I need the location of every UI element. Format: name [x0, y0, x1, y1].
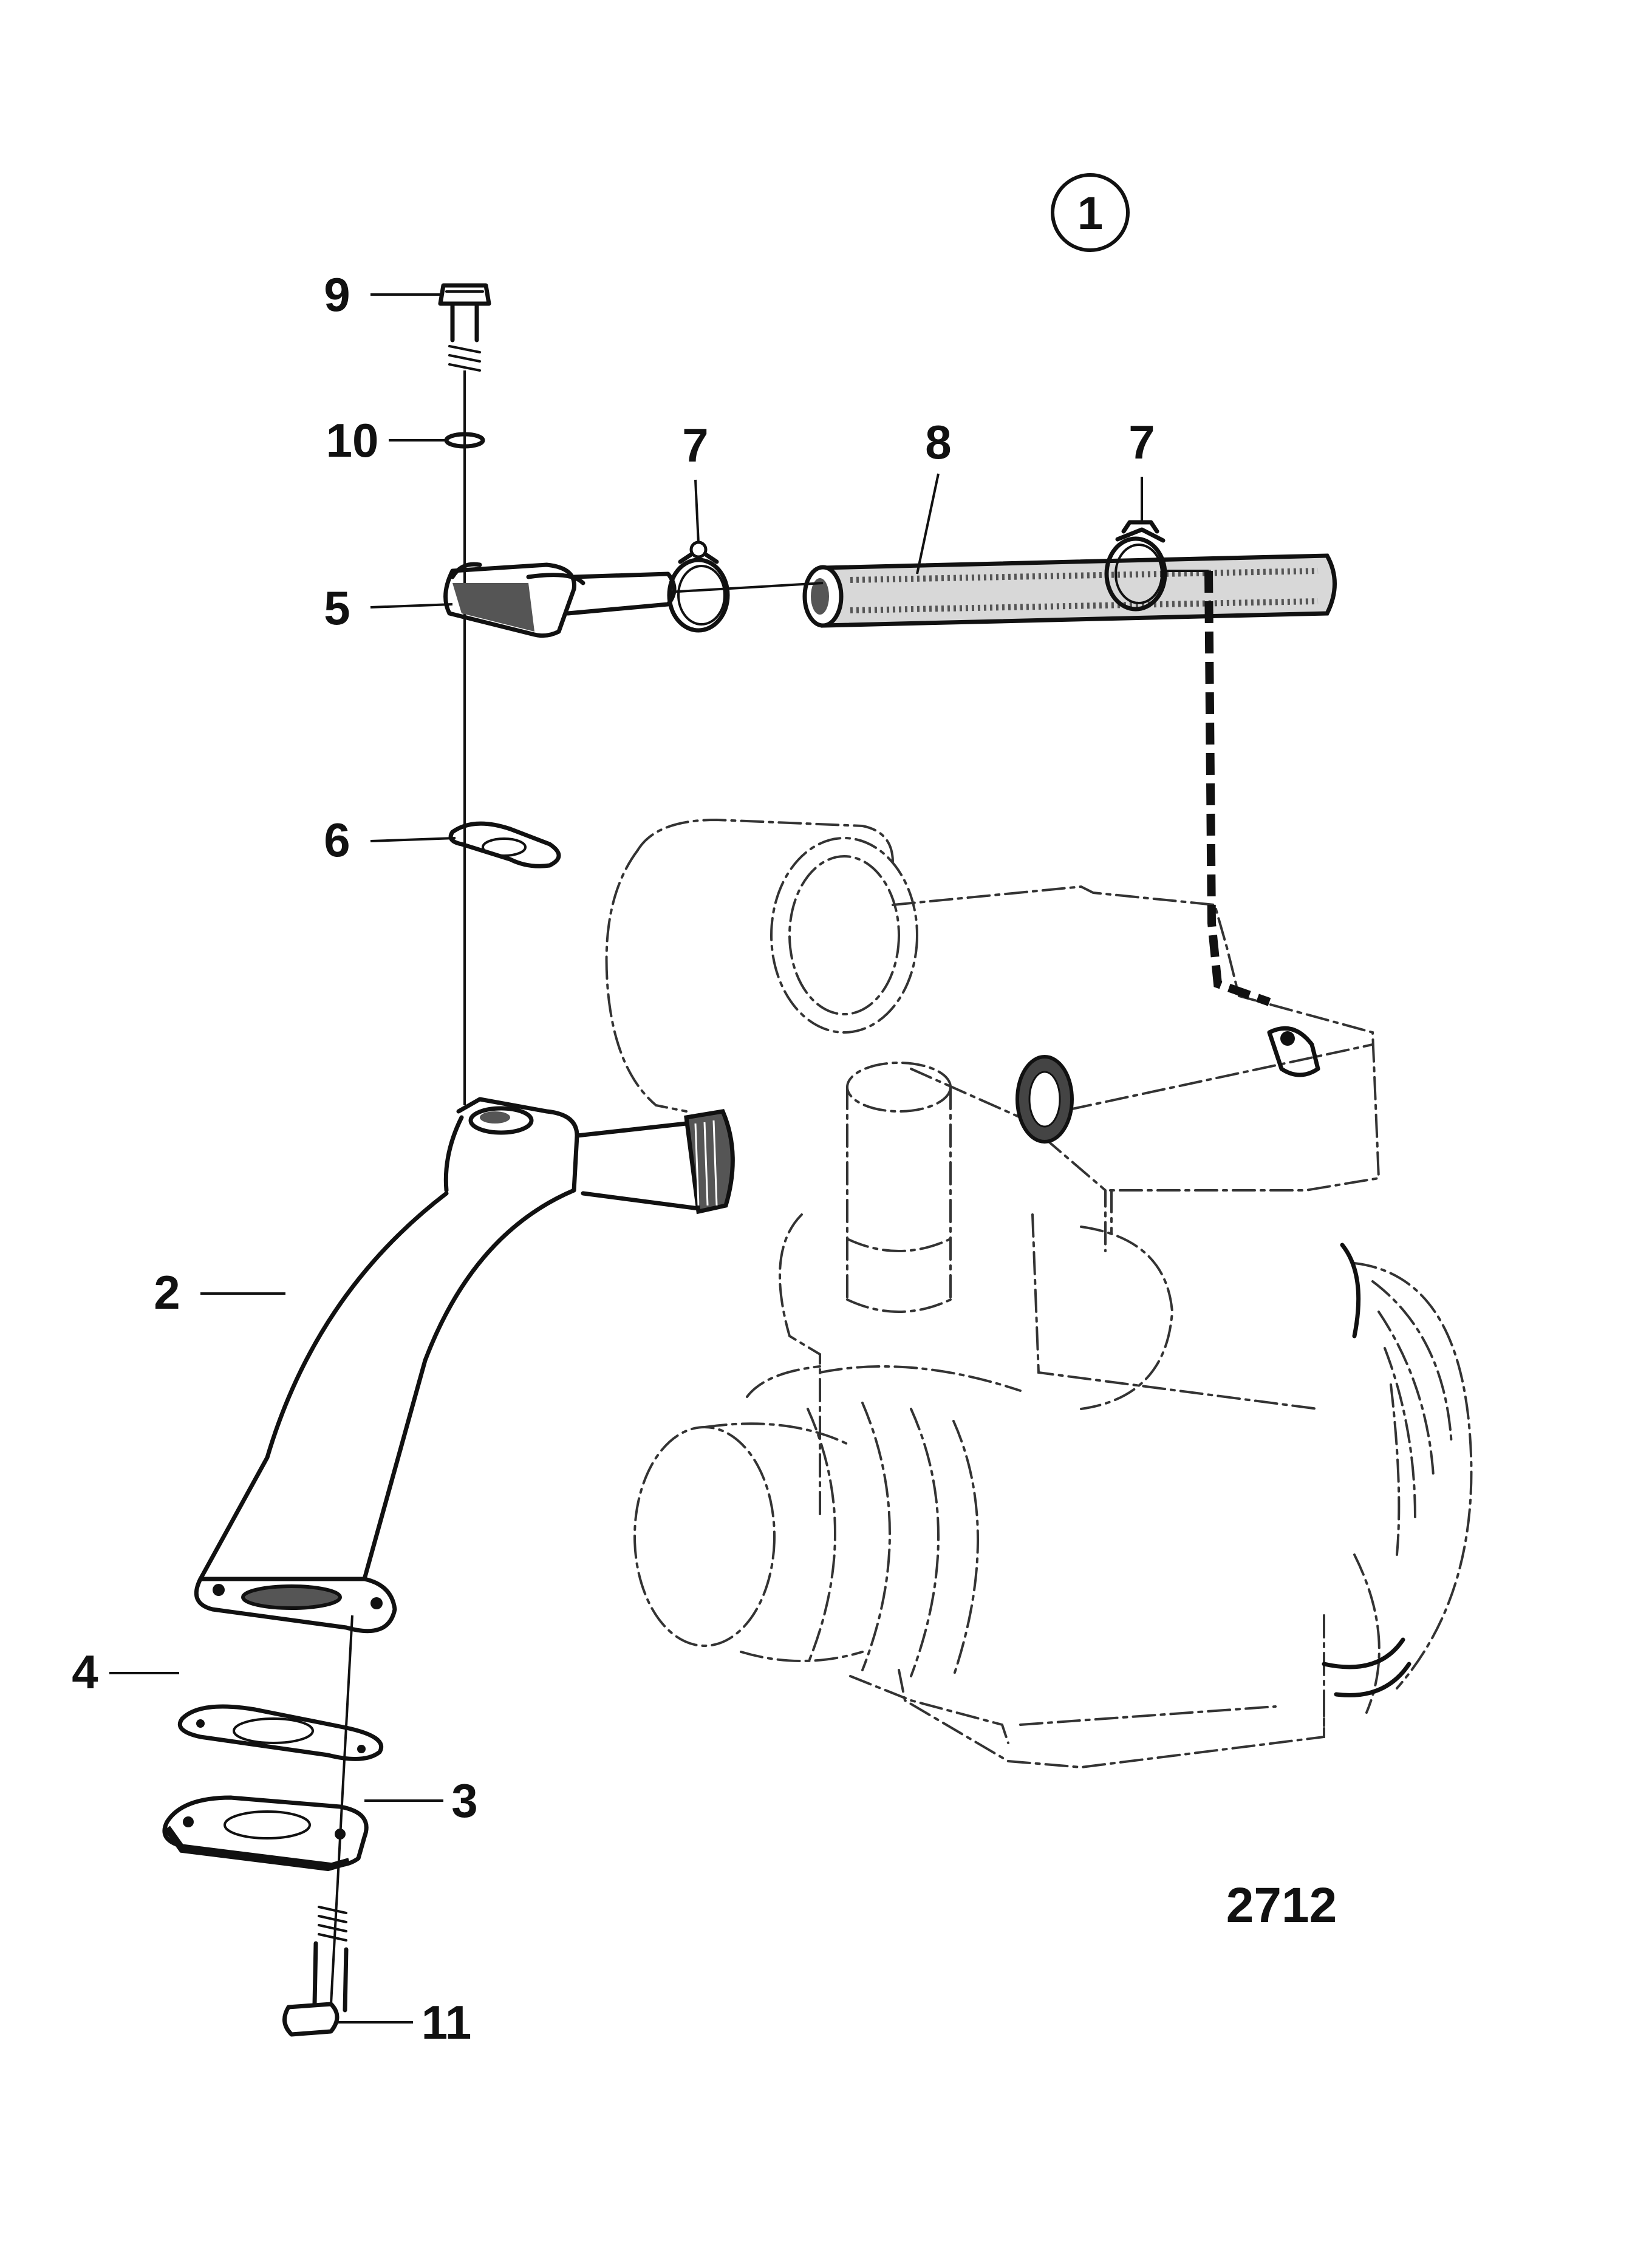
hose-clamp-left-part-7: [667, 540, 730, 633]
union-fitting-part-5: [443, 562, 677, 638]
hose-clamp-right-part-7: [1104, 520, 1167, 612]
view-number-circle: [1051, 173, 1130, 252]
callout-3: 3: [451, 1774, 477, 1827]
callout-leaders: [109, 293, 1143, 2024]
gasket-upper-part-6: [448, 821, 561, 868]
engine-outline-ghost: [605, 818, 1473, 1769]
hose-part-8: [802, 553, 1337, 628]
assembly-line-hose: [667, 582, 824, 593]
gasket-lower-part-4: [177, 1704, 384, 1761]
callout-10: 10: [326, 414, 379, 467]
callout-4: 4: [72, 1645, 98, 1699]
assembly-line-to-engine: [1204, 570, 1271, 1006]
callout-8: 8: [925, 415, 951, 469]
flange-plate-part-3: [162, 1795, 369, 1872]
callout-2: 2: [154, 1266, 180, 1319]
bolt-bottom-part-11: [282, 1906, 349, 2037]
callout-7-right: 7: [1128, 415, 1155, 469]
callout-5: 5: [324, 581, 350, 635]
assembly-line-lower: [330, 1615, 353, 2005]
callout-6: 6: [324, 813, 350, 867]
callout-9: 9: [324, 268, 350, 321]
callout-7-left: 7: [682, 418, 708, 472]
elbow-pipe-part-2: [194, 1097, 735, 1634]
view-number: 1: [1077, 188, 1103, 239]
engine-solid-accents: [1015, 1026, 1411, 1697]
bolt-top-part-9: [438, 283, 491, 372]
figure-number: 2712: [1226, 1878, 1337, 1933]
callout-11: 11: [422, 1996, 471, 2049]
